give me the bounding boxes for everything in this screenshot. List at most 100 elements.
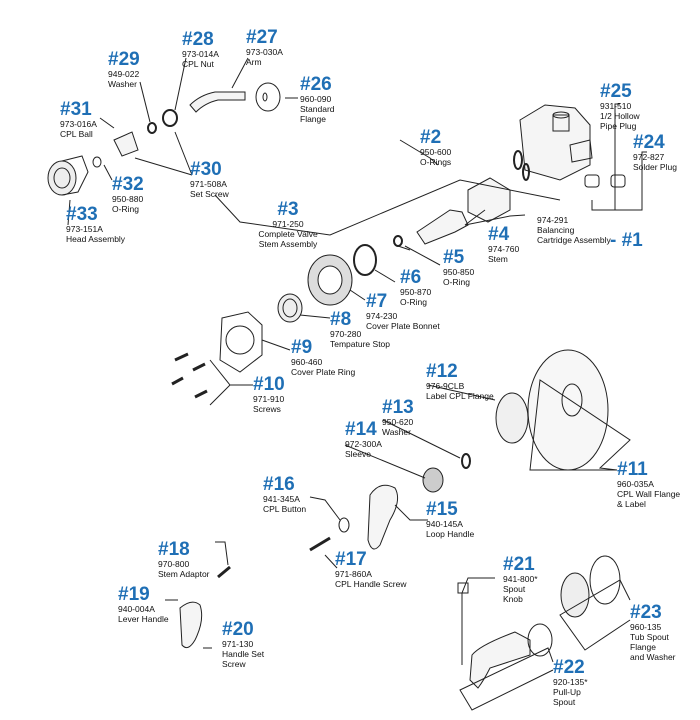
callout-number: #14	[345, 419, 377, 440]
part-name: Balancing	[537, 225, 575, 235]
callout-number: #10	[253, 374, 285, 395]
part-name: Spout	[503, 584, 526, 594]
callout-number: #23	[630, 602, 662, 623]
callout-number: #21	[503, 554, 535, 575]
part-name: Spout	[553, 697, 576, 707]
valve-body-drawing	[171, 104, 626, 399]
part-number: 960-090	[300, 94, 332, 104]
part-name: Washer	[108, 79, 137, 89]
part-number: 960-035A	[617, 479, 654, 489]
part-name: CPL Wall Flange	[617, 489, 681, 499]
callout-number: #32	[112, 174, 144, 195]
callout-number: #5	[443, 247, 465, 268]
part-number: 973-016A	[60, 119, 97, 129]
part-number: 950-620	[382, 417, 414, 427]
part-number: 971-250	[272, 219, 304, 229]
callout-number: #11	[617, 459, 648, 480]
callout-number: #27	[246, 27, 278, 48]
part-number: 950-870	[400, 287, 432, 297]
part-number: 950-850	[443, 267, 475, 277]
callout-number: #7	[366, 291, 388, 312]
part-number: 950-600	[420, 147, 452, 157]
part-number: 971-910	[253, 394, 285, 404]
part-number: 971-508A	[190, 179, 227, 189]
part-name: Lever Handle	[118, 614, 169, 624]
part-name: Screw	[222, 659, 246, 669]
part-name: Flange	[630, 642, 656, 652]
callout-number: #8	[330, 309, 352, 330]
callout-number: #30	[190, 159, 222, 180]
callout-number: #19	[118, 584, 150, 605]
part-number: 920-135*	[553, 677, 588, 687]
part-name: Stem Assembly	[258, 239, 318, 249]
balancing-cartridge-assembly-label: 974-291 Balancing Cartridge Assembly	[537, 215, 611, 245]
part-number: 973-014A	[182, 49, 219, 59]
callout-number: #24	[633, 132, 665, 153]
part-name: Cover Plate Ring	[291, 367, 356, 377]
callout-number: #15	[426, 499, 458, 520]
part-number: 971-860A	[335, 569, 372, 579]
head-assembly-drawing	[47, 82, 281, 196]
part-name: Knob	[503, 594, 523, 604]
part-name: Screws	[253, 404, 281, 414]
part-number: 976-9CLB	[426, 381, 465, 391]
part-number: 972-300A	[345, 439, 382, 449]
part-name: Standard	[300, 104, 335, 114]
callout-number: #28	[182, 29, 214, 50]
part-name: 1/2 Hollow	[600, 111, 640, 121]
part-name: Pull-Up	[553, 687, 581, 697]
part-number: 940-004A	[118, 604, 155, 614]
part-number: 949-022	[108, 69, 140, 79]
part-number: 970-800	[158, 559, 190, 569]
callout-number: #20	[222, 619, 254, 640]
part-name: O-Ring	[443, 277, 470, 287]
part-name: Label CPL Flange	[426, 391, 494, 401]
callout-number: #6	[400, 267, 422, 288]
callout-number: #29	[108, 49, 140, 70]
part-name: CPL Nut	[182, 59, 214, 69]
part-name: Pipe Plug	[600, 121, 637, 131]
callout-number: #22	[553, 657, 585, 678]
part-name: and Washer	[630, 652, 676, 662]
part-name: Complete Valve	[258, 229, 318, 239]
part-name: Sleeve	[345, 449, 371, 459]
callout-number: #16	[263, 474, 295, 495]
part-name: CPL Ball	[60, 129, 93, 139]
part-name: Loop Handle	[426, 529, 475, 539]
part-name: O-Ring	[112, 204, 139, 214]
part-name: Set Screw	[190, 189, 229, 199]
part-name: Handle Set	[222, 649, 265, 659]
part-number: 931-510	[600, 101, 632, 111]
part-name: Cartridge Assembly	[537, 235, 611, 245]
part-name: Tub Spout	[630, 632, 669, 642]
part-name: O-Ring	[400, 297, 427, 307]
part-name: Solder Plug	[633, 162, 677, 172]
callout-number: #33	[66, 204, 98, 225]
part-number: 941-345A	[263, 494, 300, 504]
wall-flange-drawing	[179, 349, 609, 649]
part-name: & Label	[617, 499, 646, 509]
callout-number: #12	[426, 361, 458, 382]
